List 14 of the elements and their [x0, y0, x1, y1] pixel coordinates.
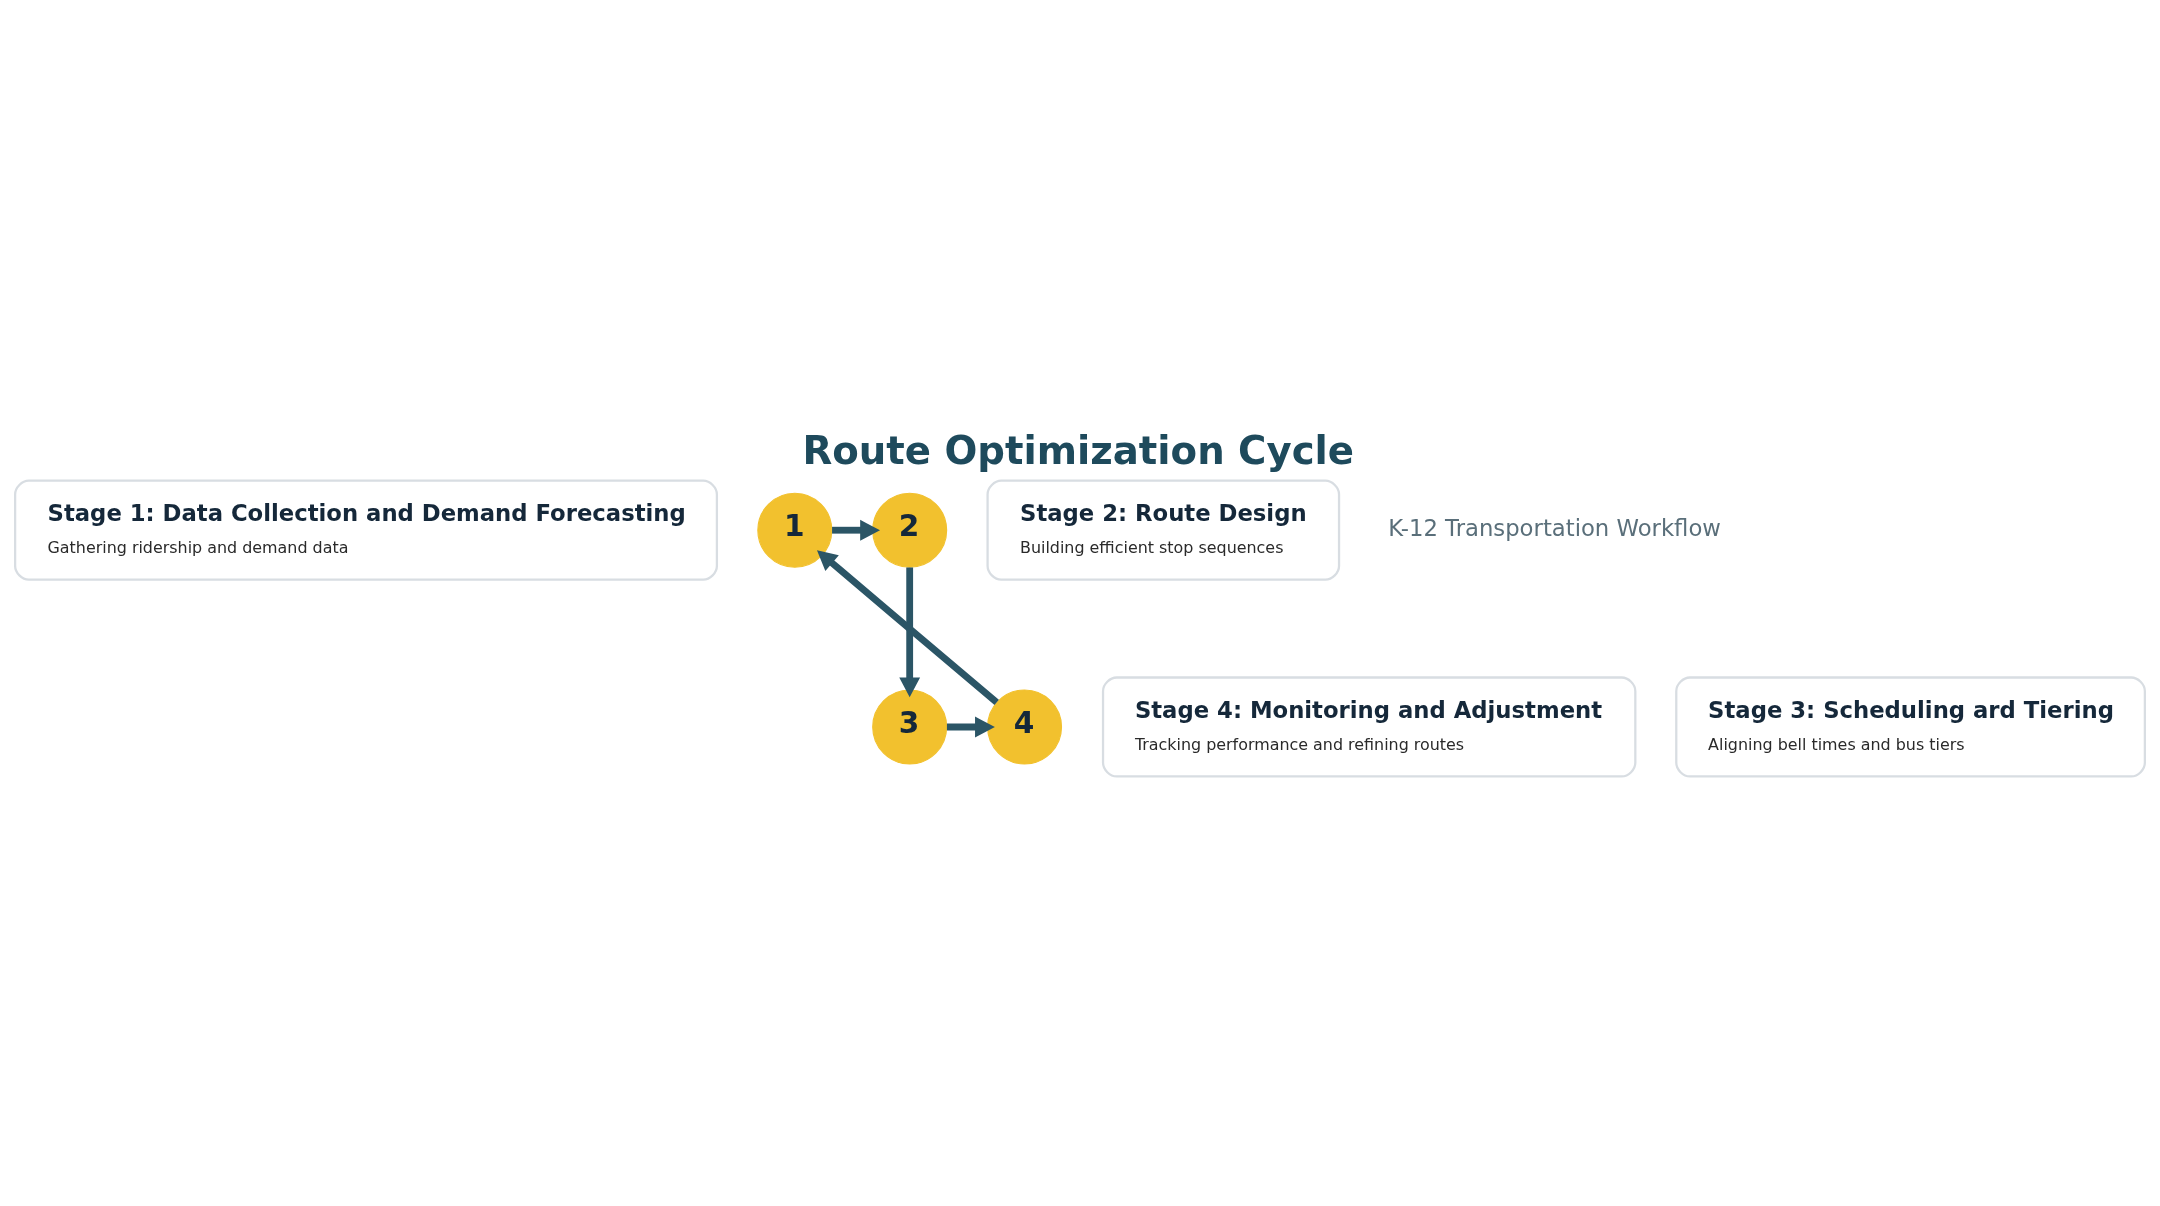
node-circle: 3 [872, 689, 948, 765]
arrow [899, 567, 921, 698]
node-circle: 1 [757, 492, 833, 568]
label: K-12 Transportation Workflow [1388, 514, 1721, 541]
node-circle: 4 [987, 689, 1063, 765]
arrow [816, 550, 999, 705]
node-circle: 2 [872, 492, 948, 568]
arrow [832, 519, 880, 541]
node-box: Stage 3: Scheduling ard Tiering Aligning bell times and bus tiers [1675, 676, 2146, 778]
arrow [946, 716, 995, 738]
diagram-title: Route Optimization Cycle [802, 427, 1355, 473]
node-box: Stage 1: Data Collection and Demand Forecasting Gathering ridership and demand data [14, 479, 719, 581]
node-box: Stage 4: Monitoring and Adjustment Tracking performance and refining routes [1101, 676, 1637, 778]
node-box: Stage 2: Route Design Building efficient stop sequences [986, 479, 1341, 581]
